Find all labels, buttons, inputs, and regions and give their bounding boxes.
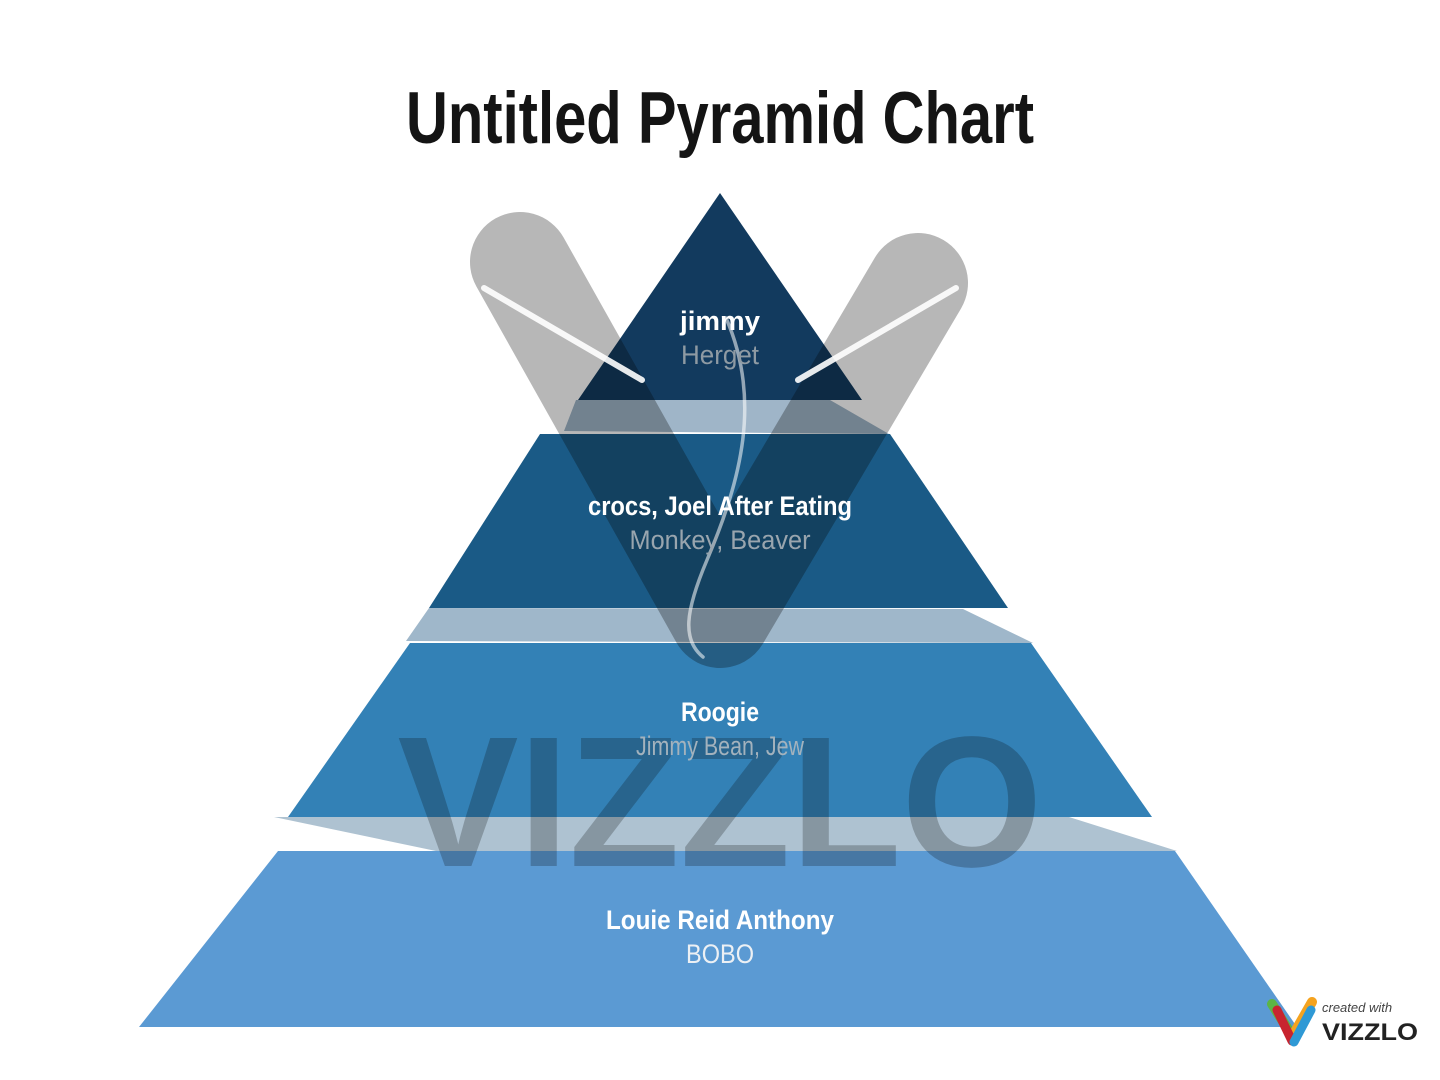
v-seam-right-icon: [795, 285, 959, 383]
vizzlo-v-watermark-stroke: [470, 212, 968, 668]
level-3-label: Roogie: [681, 697, 759, 727]
vizzlo-logo-red-stroke: [1272, 1005, 1297, 1046]
pyramid-level-4[interactable]: [139, 851, 1297, 1027]
vizzlo-watermark-text: VIZZLO: [398, 699, 1043, 906]
level-4-label: Louie Reid Anthony: [606, 905, 834, 935]
level-3-description: Jimmy Bean, Jew: [636, 731, 804, 761]
vizzlo-v-watermark-icon: [470, 212, 968, 668]
level-2-description: Monkey, Beaver: [630, 525, 811, 555]
v-seam-left-icon: [481, 285, 645, 383]
vizzlo-logo-icon: [1267, 997, 1317, 1047]
badge-brand-text: VIZZLO: [1322, 1019, 1418, 1046]
vizzlo-v-seams: [481, 285, 959, 659]
pyramid-fold-3: [274, 817, 1177, 851]
level-4-description: BOBO: [686, 939, 754, 969]
level-1-label: jimmy: [679, 306, 760, 336]
pyramid-labels: jimmy Herget crocs, Joel After Eating Mo…: [588, 306, 852, 969]
chart-title: Untitled Pyramid Chart: [406, 78, 1034, 159]
vizzlo-badge[interactable]: created with VIZZLO: [1267, 997, 1418, 1047]
level-2-label: crocs, Joel After Eating: [588, 491, 852, 521]
vizzlo-logo-blue-stroke: [1289, 1005, 1316, 1047]
badge-created-with-text: created with: [1322, 1000, 1392, 1015]
level-1-description: Herget: [681, 340, 759, 370]
v-seam-center-icon: [687, 316, 747, 659]
pyramid-level-3[interactable]: [288, 643, 1152, 817]
pyramid-level-1[interactable]: [578, 193, 862, 400]
pyramid: [139, 193, 1297, 1027]
